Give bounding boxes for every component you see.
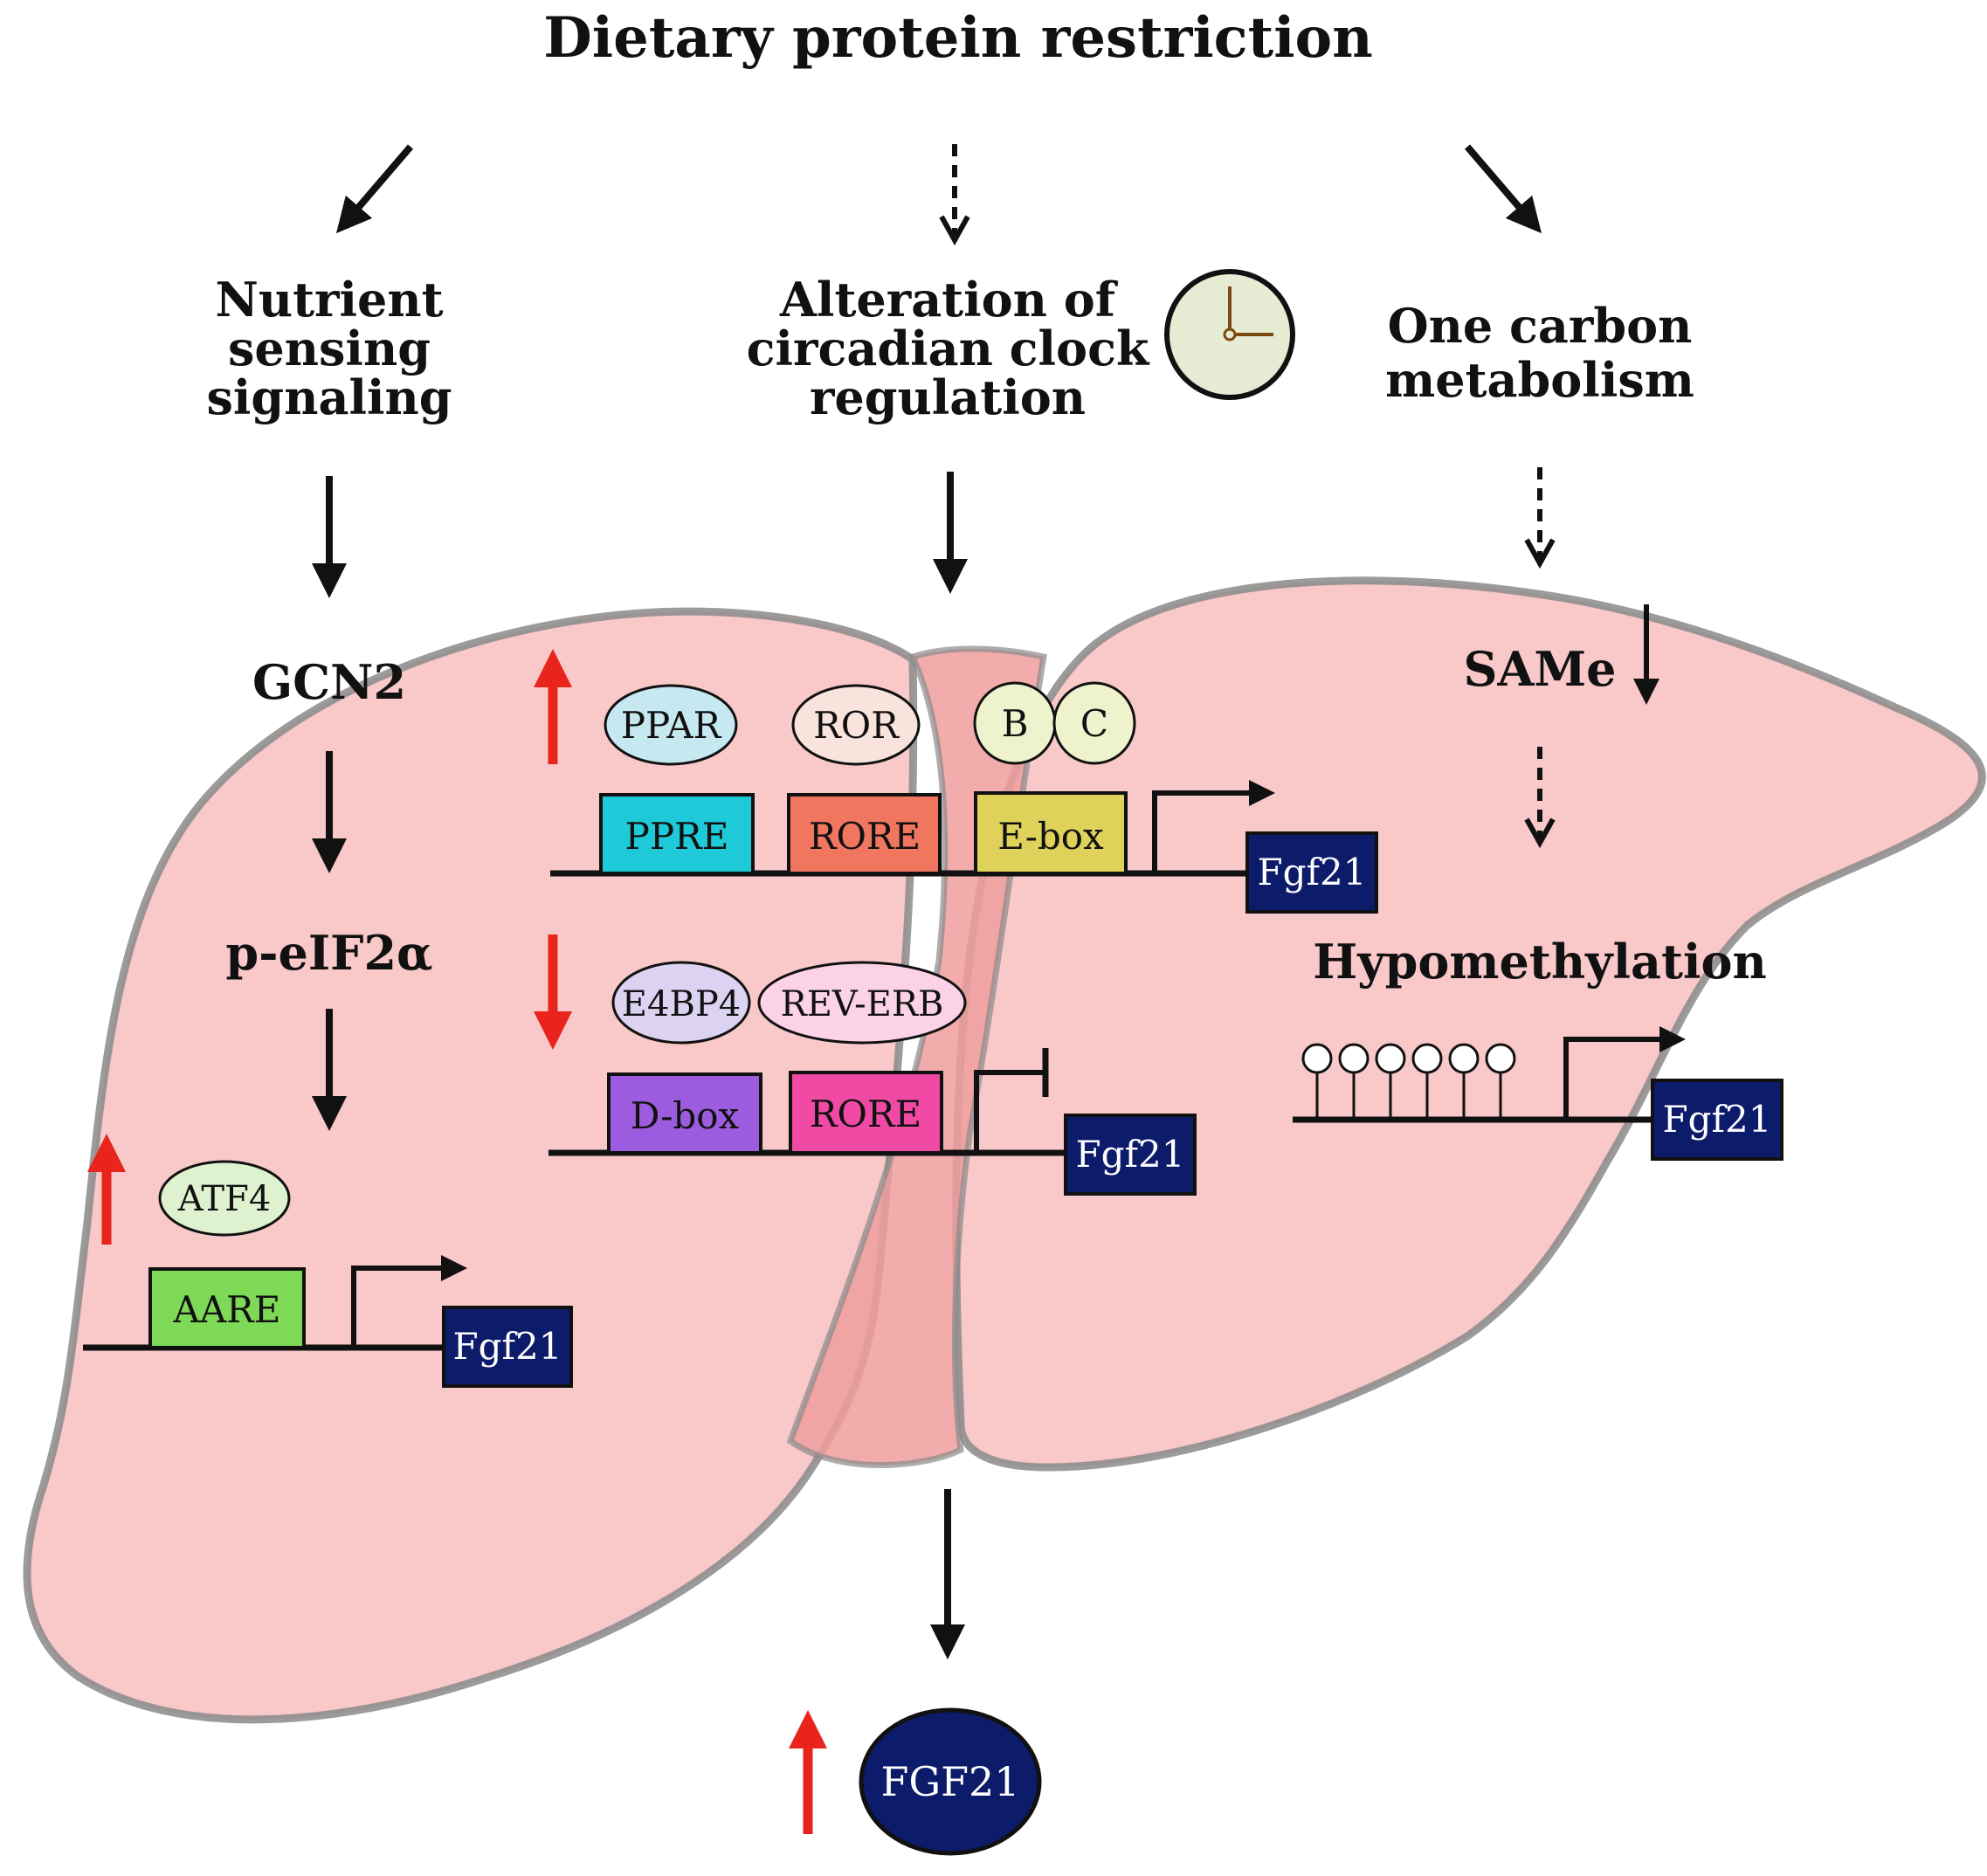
one-carbon-label-line-2: metabolism [1385,352,1694,408]
nutrient-fgf21-label: Fgf21 [452,1325,562,1368]
e4bp4-factor [611,961,751,1045]
dbox-label: D-box [631,1094,740,1137]
fgf21-protein [859,1707,1042,1856]
ebox-element [974,791,1128,875]
circadian-repression-symbol [974,1070,1045,1153]
c-label: C [1080,702,1108,745]
reverb-factor [757,961,967,1045]
circadian-pathway: Alteration of circadian clock regulation… [534,269,1378,1196]
ror-factor [791,684,921,766]
nutrient-label-line-3: signaling [207,369,452,425]
one-carbon-fgf21-label: Fgf21 [1662,1098,1771,1141]
dbox-element [607,1072,762,1155]
aare-element [148,1267,306,1349]
ppar-label: PPAR [621,704,722,747]
rore-down-element [789,1071,943,1155]
rore-up-element [787,793,942,875]
cpg-site-1 [1301,1043,1333,1074]
atf4-label: ATF4 [177,1179,272,1219]
cpg-site-2 [1338,1043,1370,1074]
fgf21-protein-label: FGF21 [880,1758,1019,1805]
one-carbon-fgf21-gene [1651,1079,1783,1161]
nutrient-tss-arrow [351,1255,467,1348]
nutrient-fgf21-gene [442,1306,573,1388]
e4bp4-label: E4BP4 [622,984,741,1024]
reverb-label: REV-ERB [781,984,944,1024]
gcn2-label: GCN2 [252,654,406,710]
aare-label: AARE [173,1288,281,1331]
ppar-factor [604,684,738,766]
clock-factor [1052,681,1136,765]
atf4-factor [158,1160,291,1237]
output: FGF21 [789,1489,1042,1856]
arrow-to-one-carbon [1464,144,1542,234]
circadian-label-line-3: regulation [810,369,1086,425]
one-carbon-label-line-1: One carbon [1388,298,1693,354]
same-label: SAMe [1463,641,1616,697]
nutrient-sensing-pathway: Nutrient sensing signaling GCN2 p-eIF2α … [83,272,573,1388]
cpg-sites [1301,1043,1516,1120]
circadian-label-line-1: Alteration of [779,272,1119,328]
ror-label: ROR [813,704,900,747]
one-carbon-pathway: One carbon metabolism SAMe Hypomethylati… [1293,298,1783,1161]
peif2a-label: p-eIF2α [225,925,432,981]
cpg-site-4 [1411,1043,1443,1074]
ppre-element [599,793,755,875]
clock-icon [1164,269,1295,400]
b-label: B [1002,702,1029,745]
arrow-to-nutrient [335,144,414,234]
ebox-label: E-box [997,815,1104,858]
cpg-site-6 [1485,1043,1516,1074]
nutrient-label-line-1: Nutrient [215,272,443,328]
circadian-label-line-2: circadian clock [747,321,1150,376]
nutrient-label-line-2: sensing [228,321,431,376]
hypomethylation-label: Hypomethylation [1313,934,1767,990]
cpg-site-5 [1448,1043,1480,1074]
circadian-upper-fgf21-gene [1245,831,1378,914]
circadian-upper-fgf21-label: Fgf21 [1257,851,1366,893]
one-carbon-tss-arrow [1563,1026,1686,1120]
ppre-label: PPRE [625,815,729,858]
circadian-lower-fgf21-label: Fgf21 [1075,1133,1184,1176]
rore-up-label: RORE [809,815,921,858]
rore-down-label: RORE [810,1093,921,1135]
circadian-lower-fgf21-gene [1064,1114,1197,1196]
title: Dietary protein restriction [543,5,1372,71]
cpg-site-3 [1375,1043,1406,1074]
circadian-tss-arrow [1152,780,1275,873]
liver-left-lobe [23,607,918,1724]
